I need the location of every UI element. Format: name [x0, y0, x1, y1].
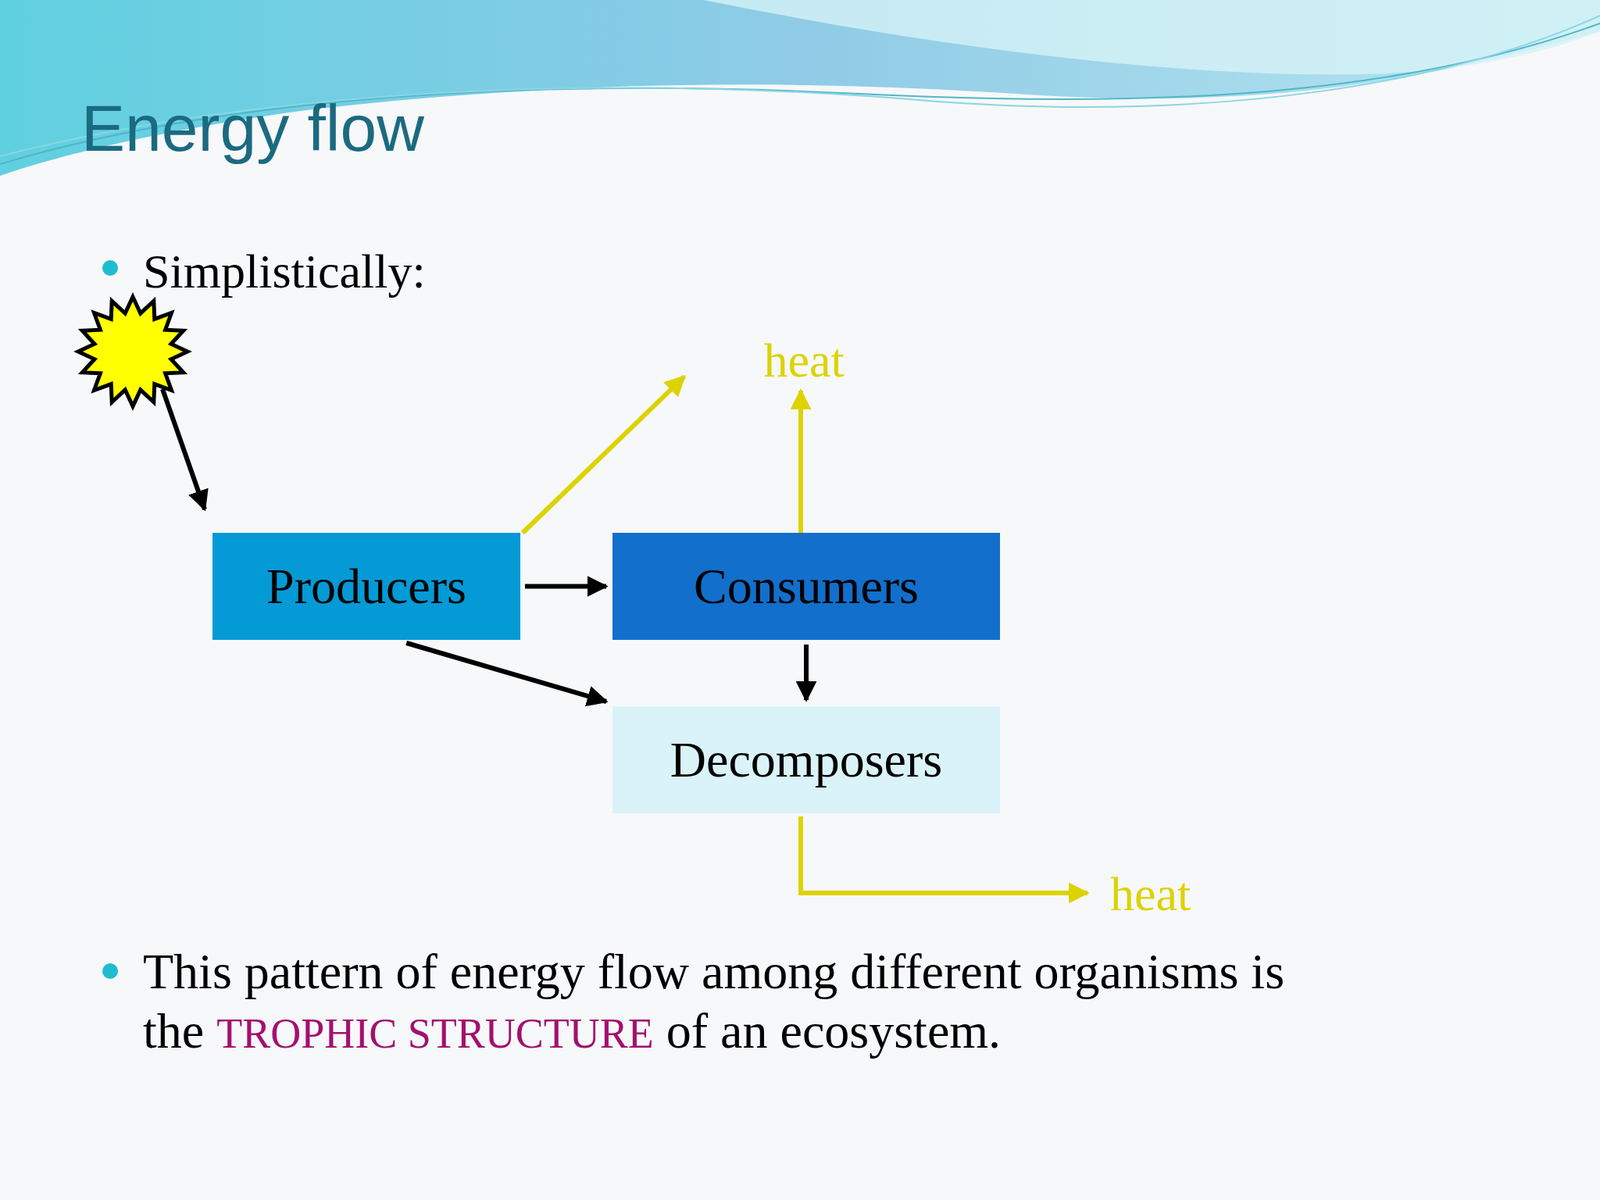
bullet-paragraph: This pattern of energy flow among differ…	[142, 942, 1285, 1064]
header-line	[0, 23, 1600, 165]
key-term: TROPHIC STRUCTURE	[216, 1010, 654, 1058]
bullet-text: This pattern of energy flow among differ…	[142, 943, 1285, 1000]
header-wave	[0, 0, 1600, 176]
box-label: Decomposers	[670, 731, 943, 790]
header-wave-light	[703, 0, 1600, 75]
process-box: Consumers	[612, 532, 1000, 640]
bullet-dot	[102, 260, 118, 276]
process-box: Decomposers	[612, 706, 1000, 814]
bullet-dot	[102, 963, 118, 979]
flow-arrow	[803, 644, 809, 700]
bullet-text: the	[142, 1003, 204, 1059]
flow-arrow	[406, 642, 607, 702]
sun-symbol	[78, 296, 188, 407]
heat-label: heat	[1110, 869, 1191, 918]
heat-arrow	[798, 390, 804, 533]
slide-title: Energy flow	[81, 95, 425, 161]
heat-label: heat	[764, 335, 845, 385]
sunlight-arrow	[162, 389, 205, 510]
box-label: Consumers	[693, 557, 919, 616]
process-box: Producers	[212, 532, 521, 640]
heat-arrow	[522, 376, 685, 533]
box-label: Producers	[266, 557, 467, 616]
bullet-text: Simplistically:	[142, 246, 426, 296]
bullet-text: of an ecosystem.	[666, 1003, 1001, 1059]
flow-arrow	[525, 584, 607, 590]
heat-arrow	[800, 816, 1088, 893]
